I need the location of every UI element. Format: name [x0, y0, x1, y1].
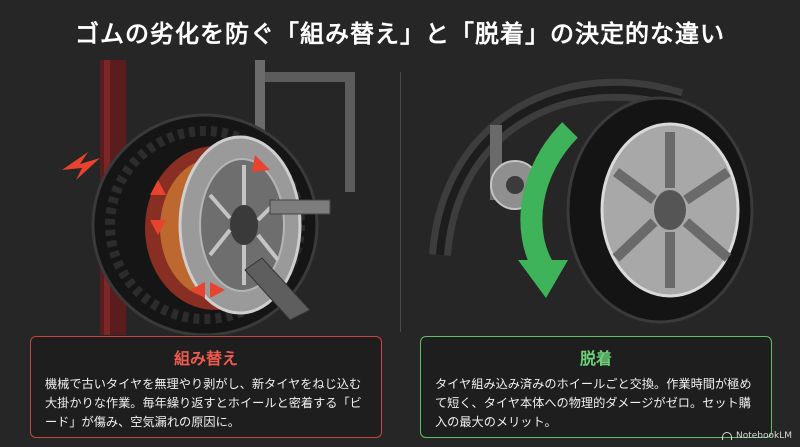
watermark: NotebookLM	[721, 431, 792, 441]
notebooklm-logo-icon	[721, 432, 732, 440]
wheel-swap-illustration	[429, 78, 754, 324]
watermark-label: NotebookLM	[735, 431, 792, 441]
section-divider	[400, 72, 401, 332]
detach-card-title: 脱着	[579, 349, 612, 368]
detach-card: 脱着 タイヤ組み込み済みのホイールごと交換。作業時間が極めて短く、タイヤ本体への…	[420, 336, 772, 438]
detach-card-body: タイヤ組み込み済みのホイールごと交換。作業時間が極めて短く、タイヤ本体への物理的…	[435, 377, 752, 429]
tire-changer-illustration	[62, 60, 355, 335]
rework-card-body: 機械で古いタイヤを無理やり剥がし、新タイヤをねじ込む大掛かりな作業。毎年繰り返す…	[45, 377, 362, 429]
rework-card: 組み替え 機械で古いタイヤを無理やり剥がし、新タイヤをねじ込む大掛かりな作業。毎…	[30, 336, 382, 438]
rework-card-title: 組み替え	[173, 349, 238, 368]
stress-arrow-icon	[62, 152, 270, 298]
page-title: ゴムの劣化を防ぐ「組み替え」と「脱着」の決定的な違い	[75, 20, 725, 48]
green-arrow-icon	[520, 122, 579, 276]
